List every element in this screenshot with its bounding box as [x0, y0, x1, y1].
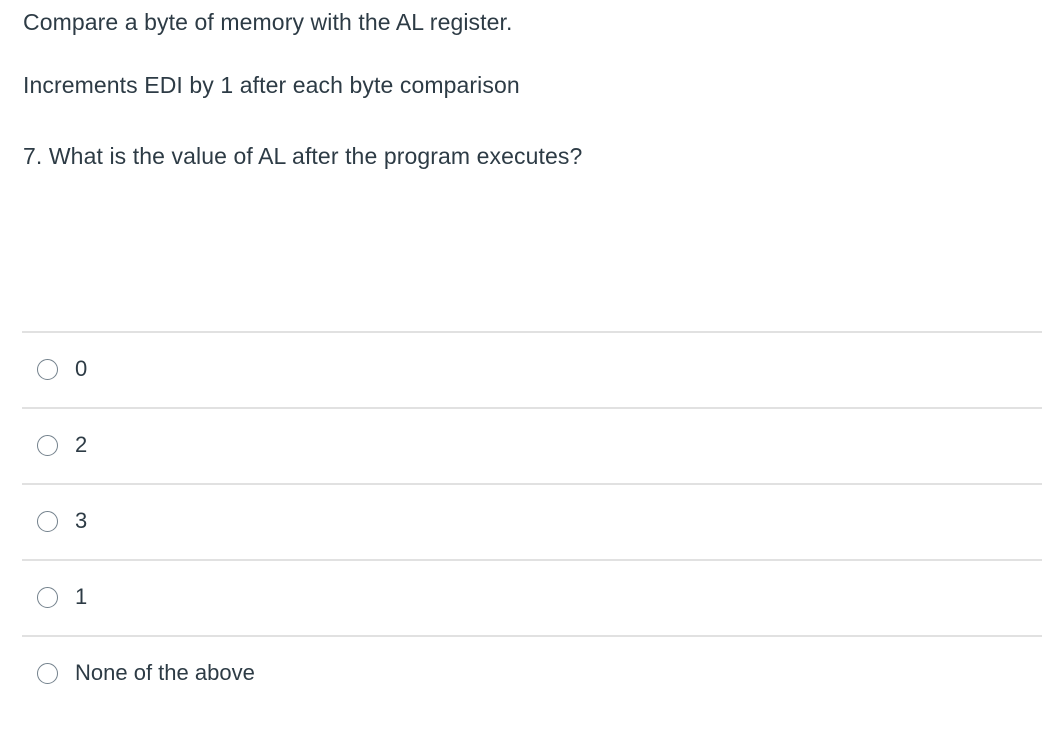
- radio-button-icon[interactable]: [37, 662, 58, 684]
- question-stem: Compare a byte of memory with the AL reg…: [23, 0, 1023, 213]
- answer-option-label: None of the above: [75, 660, 255, 685]
- answer-option-2[interactable]: 3: [0, 483, 1042, 559]
- answer-option-label: 1: [75, 584, 88, 609]
- answer-option-1[interactable]: 2: [0, 407, 1042, 483]
- answers-list: 0 2 3 1 None of the above: [0, 331, 1042, 740]
- answer-option-3[interactable]: 1: [0, 559, 1042, 635]
- question-stem-line-3: 7. What is the value of AL after the pro…: [23, 143, 583, 169]
- answer-option-label: 3: [75, 508, 88, 533]
- question-stem-line-2: Increments EDI by 1 after each byte comp…: [23, 72, 520, 98]
- answer-option-label: 0: [75, 356, 88, 381]
- radio-button-icon[interactable]: [37, 358, 58, 380]
- answer-option-label: 2: [75, 432, 88, 457]
- answer-option-4[interactable]: None of the above: [0, 635, 1042, 740]
- radio-button-icon[interactable]: [37, 510, 58, 532]
- radio-button-icon[interactable]: [37, 434, 58, 456]
- question-stem-line-1: Compare a byte of memory with the AL reg…: [23, 9, 513, 35]
- radio-button-icon[interactable]: [37, 586, 58, 608]
- answer-option-0[interactable]: 0: [0, 331, 1042, 407]
